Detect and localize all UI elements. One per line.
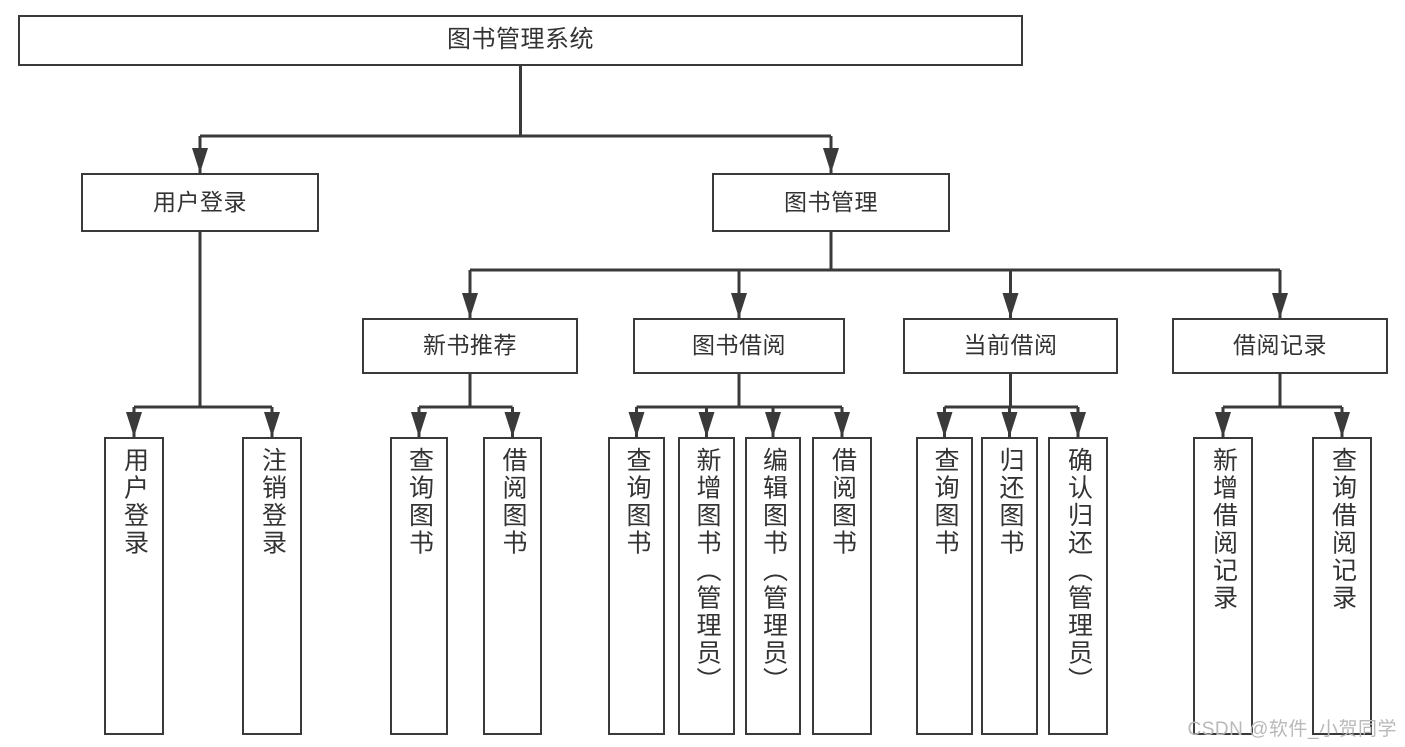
node-l4[interactable]: 借阅图书 [483, 437, 542, 735]
node-label: 借阅图书 [828, 447, 857, 557]
node-label: 用户登录 [153, 188, 247, 215]
arrow-head [765, 412, 781, 437]
node-l1[interactable]: 用户登录 [104, 437, 164, 735]
node-label: 新增借阅记录 [1209, 447, 1238, 612]
arrow-head [462, 293, 478, 318]
node-root[interactable]: 图书管理系统 [18, 15, 1023, 66]
arrow-head [628, 412, 645, 437]
node-label: 查询图书 [623, 447, 651, 557]
node-label: 确认归还（管理员） [1064, 447, 1093, 695]
arrow-head [192, 148, 208, 173]
arrow-head [126, 412, 142, 437]
node-label: 新增图书（管理员） [693, 447, 721, 695]
arrow-head [834, 412, 850, 437]
node-l3[interactable]: 查询图书 [390, 437, 448, 735]
node-label: 归还图书 [996, 447, 1024, 557]
arrow-head [1070, 412, 1086, 437]
node-l8[interactable]: 借阅图书 [812, 437, 872, 735]
node-label: 新书推荐 [423, 332, 517, 359]
node-label: 查询图书 [405, 447, 434, 557]
node-label: 图书管理系统 [447, 26, 594, 54]
arrow-head [411, 412, 427, 437]
node-label: 注销登录 [258, 447, 287, 557]
arrow-head [1272, 293, 1288, 318]
node-records[interactable]: 借阅记录 [1172, 318, 1388, 374]
node-l10[interactable]: 归还图书 [981, 437, 1038, 735]
node-label: 借阅记录 [1233, 332, 1327, 359]
node-l7[interactable]: 编辑图书（管理员） [745, 437, 801, 735]
arrow-head [1002, 293, 1019, 318]
arrow-head [936, 412, 953, 437]
node-bookmgmt[interactable]: 图书管理 [712, 173, 950, 232]
node-l6[interactable]: 新增图书（管理员） [678, 437, 735, 735]
watermark: CSDN @软件_小贺同学 [1187, 719, 1397, 740]
arrow-head [698, 412, 715, 437]
node-label: 图书借阅 [692, 332, 786, 359]
node-label: 当前借阅 [963, 332, 1058, 359]
node-l13[interactable]: 查询借阅记录 [1312, 437, 1372, 735]
node-l11[interactable]: 确认归还（管理员） [1048, 437, 1108, 735]
node-l2[interactable]: 注销登录 [242, 437, 302, 735]
arrow-head [1334, 412, 1350, 437]
node-l9[interactable]: 查询图书 [916, 437, 973, 735]
arrow-head [504, 412, 521, 437]
arrow-head [731, 293, 747, 318]
node-borrow[interactable]: 图书借阅 [633, 318, 845, 374]
node-newbook[interactable]: 新书推荐 [362, 318, 578, 374]
arrow-head [1001, 412, 1018, 437]
node-label: 编辑图书（管理员） [759, 447, 788, 695]
node-label: 查询图书 [931, 447, 959, 557]
node-label: 图书管理 [784, 188, 878, 215]
node-label: 用户登录 [120, 447, 149, 557]
node-l12[interactable]: 新增借阅记录 [1193, 437, 1253, 735]
node-label: 借阅图书 [499, 447, 527, 557]
node-current[interactable]: 当前借阅 [903, 318, 1118, 374]
arrow-head [264, 412, 280, 437]
node-l5[interactable]: 查询图书 [608, 437, 665, 735]
node-login[interactable]: 用户登录 [81, 173, 319, 232]
node-label: 查询借阅记录 [1328, 447, 1357, 612]
arrow-head [823, 148, 839, 173]
arrow-head [1215, 412, 1231, 437]
